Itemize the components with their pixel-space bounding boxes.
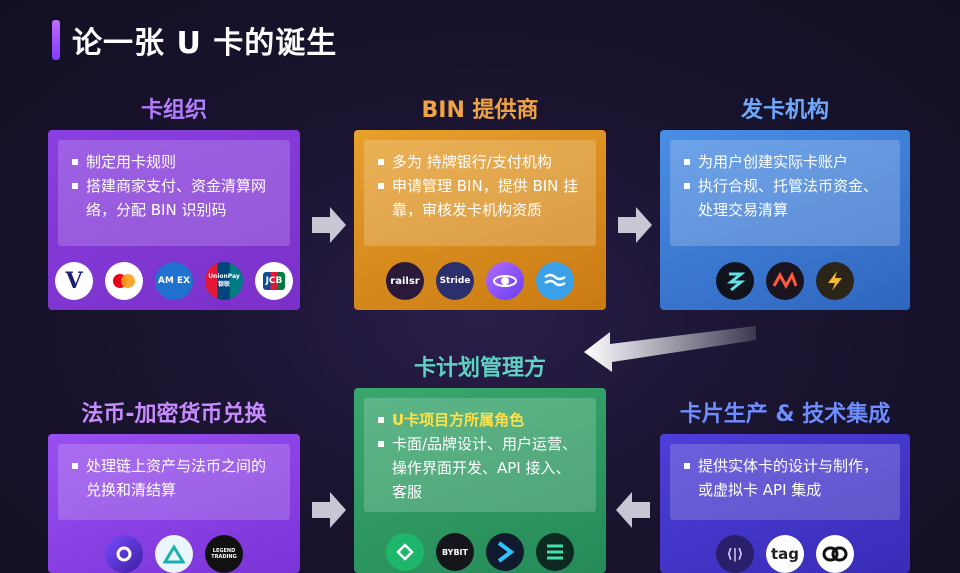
node-fiat-crypto-text: 处理链上资产与法币之间的兑换和清结算	[58, 444, 290, 520]
bullet: 执行合规、托管法币资金、处理交易清算	[682, 174, 888, 222]
arrow-right-icon	[312, 207, 346, 243]
arrow-left-icon	[584, 326, 756, 372]
bullet: 为用户创建实际卡账户	[682, 150, 888, 174]
link-icon	[822, 546, 848, 562]
logo-row: V AM EX UnionPay 银联 JCB	[48, 262, 300, 300]
logo-row	[660, 262, 910, 300]
railsr-logo: railsr	[386, 262, 424, 300]
visa-logo-text: V	[65, 268, 83, 294]
stride-logo: Stride	[436, 262, 474, 300]
issuer-logo-3	[816, 262, 854, 300]
logo-row: ⟨|⟩ tag	[660, 535, 910, 573]
pm-logo-1	[386, 533, 424, 571]
cp-logo-1: ⟨|⟩	[716, 535, 754, 573]
heading-bin-provider: BIN 提供商	[421, 98, 539, 123]
bybit-logo: BYBIT	[436, 533, 474, 571]
node-card-org: 制定用卡规则 搭建商家支付、资金清算网络，分配 BIN 识别码 V AM EX …	[48, 130, 300, 310]
unionpay-logo-text: UnionPay 银联	[208, 273, 240, 288]
cp-logo-1-text: ⟨|⟩	[726, 546, 744, 562]
node-program-manager-text: U卡项目方所属角色 卡面/品牌设计、用户运营、操作界面开发、API 接入、客服	[364, 398, 596, 512]
orbit-logo	[486, 262, 524, 300]
node-card-production-text: 提供实体卡的设计与制作，或虚拟卡 API 集成	[670, 444, 900, 520]
tag-logo: tag	[766, 535, 804, 573]
logo-row: BYBIT	[354, 533, 606, 571]
arrow-right-icon	[312, 492, 346, 528]
waves-logo	[536, 262, 574, 300]
amex-logo: AM EX	[155, 262, 193, 300]
bolt-icon	[828, 271, 842, 291]
pm-logo-4	[536, 533, 574, 571]
logo-row: railsr Stride	[354, 262, 606, 300]
node-fiat-crypto: 处理链上资产与法币之间的兑换和清结算 LEGEND TRADING	[48, 434, 300, 573]
tag-logo-text: tag	[770, 545, 800, 563]
wave-mark-icon	[772, 272, 798, 290]
node-bin-provider-text: 多为 持牌银行/支付机构 申请管理 BIN，提供 BIN 挂靠，审核发卡机构资质	[364, 140, 596, 246]
bullet: 提供实体卡的设计与制作，或虚拟卡 API 集成	[682, 454, 888, 502]
highlight-role: U卡项目方所属角色	[376, 408, 584, 432]
node-issuer-text: 为用户创建实际卡账户 执行合规、托管法币资金、处理交易清算	[670, 140, 900, 246]
chevron-right-icon	[497, 541, 515, 563]
jcb-logo-text: JCB	[262, 272, 286, 290]
heading-card-production: 卡片生产 & 技术集成	[679, 402, 891, 427]
ring-icon	[116, 546, 132, 562]
title-accent-bar	[52, 20, 60, 60]
bullet: 多为 持牌银行/支付机构	[376, 150, 584, 174]
fx-logo-1	[105, 535, 143, 573]
bullet: 搭建商家支付、资金清算网络，分配 BIN 识别码	[70, 174, 278, 222]
legend-trading-logo-text: LEGEND TRADING	[211, 548, 237, 560]
legend-trading-logo: LEGEND TRADING	[205, 535, 243, 573]
zigzag-icon	[726, 272, 746, 292]
stack-icon	[547, 544, 563, 560]
issuer-logo-2	[766, 262, 804, 300]
waves-icon	[544, 273, 566, 287]
visa-logo: V	[55, 262, 93, 300]
node-bin-provider: 多为 持牌银行/支付机构 申请管理 BIN，提供 BIN 挂靠，审核发卡机构资质…	[354, 130, 606, 310]
page-title: 论一张 U 卡的诞生	[72, 26, 338, 61]
heading-fiat-crypto: 法币-加密货币兑换	[81, 402, 267, 427]
unionpay-logo: UnionPay 银联	[205, 262, 243, 300]
bullet: 处理链上资产与法币之间的兑换和清结算	[70, 454, 278, 502]
node-card-production: 提供实体卡的设计与制作，或虚拟卡 API 集成 ⟨|⟩ tag	[660, 434, 910, 573]
heading-issuer: 发卡机构	[740, 98, 829, 123]
cp-logo-3	[816, 535, 854, 573]
orbit-icon	[493, 275, 517, 287]
heading-program-manager: 卡计划管理方	[413, 356, 546, 381]
pm-logo-3	[486, 533, 524, 571]
mastercard-logo	[105, 262, 143, 300]
arrow-right-icon	[618, 207, 652, 243]
issuer-logo-1	[716, 262, 754, 300]
node-issuer: 为用户创建实际卡账户 执行合规、托管法币资金、处理交易清算	[660, 130, 910, 310]
swirl-icon	[396, 543, 414, 561]
jcb-logo: JCB	[255, 262, 293, 300]
bullet: 申请管理 BIN，提供 BIN 挂靠，审核发卡机构资质	[376, 174, 584, 222]
mastercard-icon	[113, 274, 135, 288]
railsr-logo-text: railsr	[390, 275, 420, 287]
bullet: 制定用卡规则	[70, 150, 278, 174]
stride-logo-text: Stride	[439, 276, 471, 286]
triangle-icon	[163, 544, 185, 564]
bybit-logo-text: BYBIT	[442, 547, 468, 557]
amex-logo-text: AM EX	[157, 276, 191, 286]
fx-logo-2	[155, 535, 193, 573]
heading-card-org: 卡组织	[140, 98, 207, 123]
node-card-org-text: 制定用卡规则 搭建商家支付、资金清算网络，分配 BIN 识别码	[58, 140, 290, 246]
logo-row: LEGEND TRADING	[48, 535, 300, 573]
arrow-left-icon	[616, 492, 650, 528]
bullet: 卡面/品牌设计、用户运营、操作界面开发、API 接入、客服	[376, 432, 584, 504]
node-program-manager: U卡项目方所属角色 卡面/品牌设计、用户运营、操作界面开发、API 接入、客服 …	[354, 388, 606, 573]
